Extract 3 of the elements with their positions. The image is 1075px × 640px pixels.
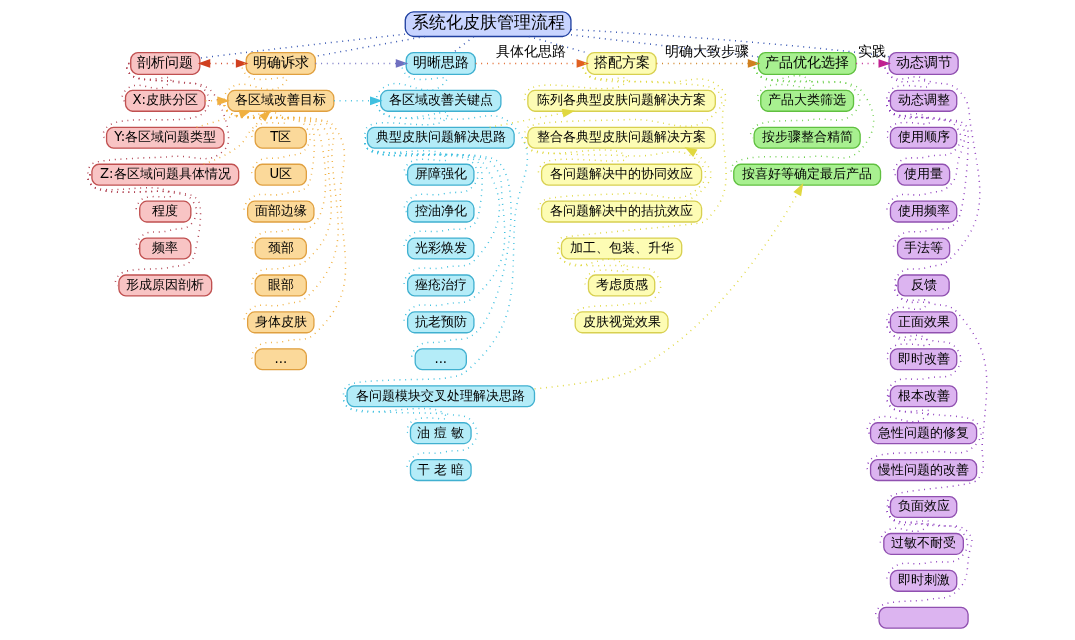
- edge-label: 实践: [858, 42, 887, 59]
- edge-label: 具体化思路: [496, 42, 567, 59]
- edge-label: 明确大致步骤: [665, 42, 750, 59]
